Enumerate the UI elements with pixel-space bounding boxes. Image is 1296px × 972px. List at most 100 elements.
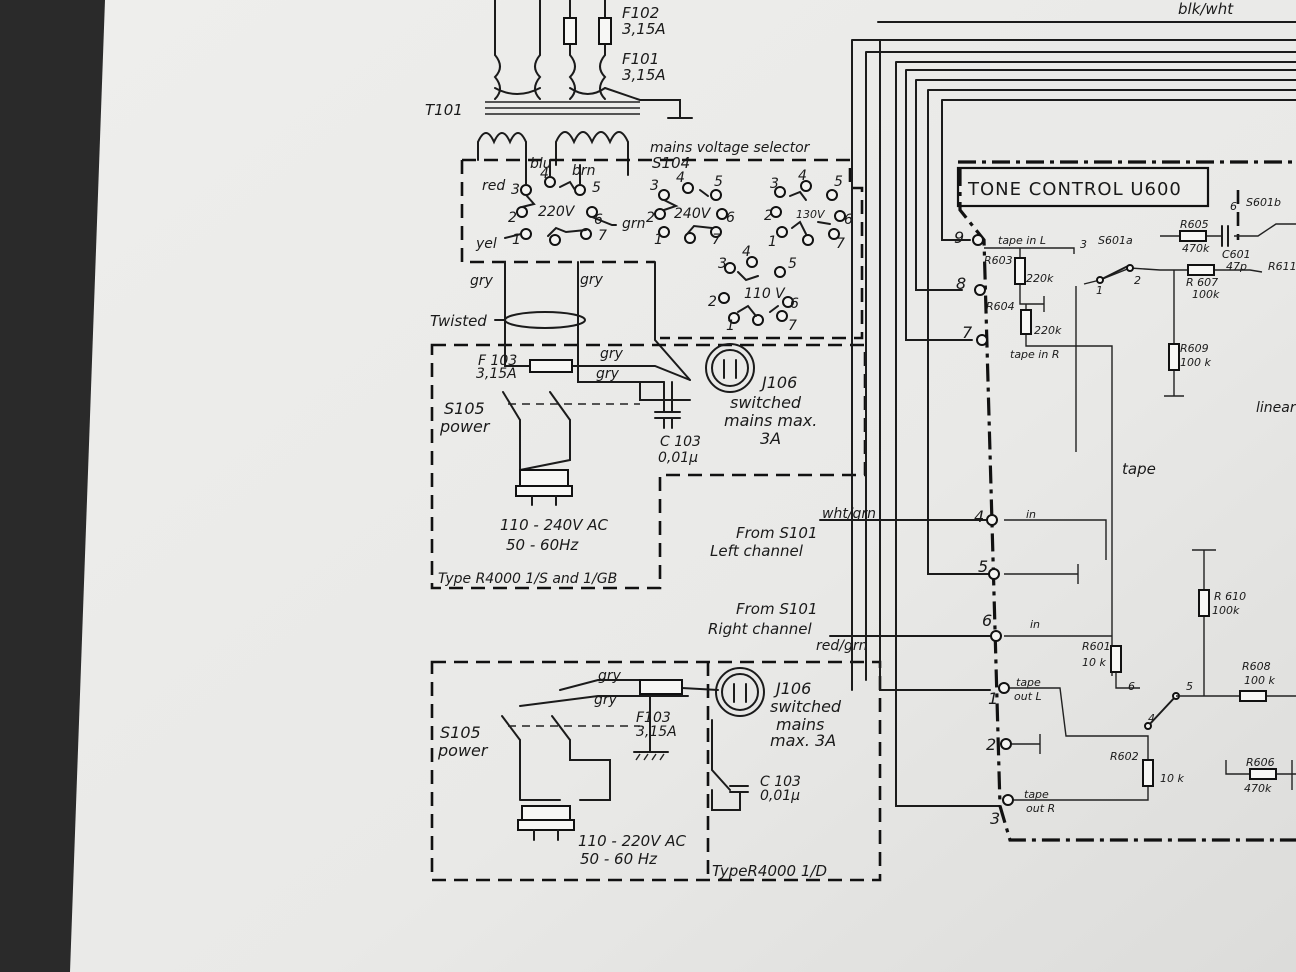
mains-plug-bottom: 110 - 220V AC 50 - 60 Hz TypeR4000 1/D [517,805,827,880]
supply-top-line1: 110 - 240V AC [500,516,609,534]
input-labels: wht/grn From S101 Left channel From S101… [708,506,991,654]
sel130-voltage: 130V [796,208,826,221]
type-bottom-label: TypeR4000 1/D [712,862,827,880]
tape-label: tape [1122,460,1156,478]
mains-plug-top: 110 - 240V AC 50 - 60Hz Type R4000 1/S a… [438,469,617,587]
sel110-pin-6: 6 [790,296,799,312]
r606-value: 470k [1244,782,1272,795]
pin-1: 1 [988,689,998,708]
selector-title: mains voltage selector [650,140,811,156]
sel130-pin-5: 5 [834,174,843,190]
pin-5: 5 [978,557,988,576]
r604-value: 220k [1034,324,1062,337]
linear-label: linear [1256,400,1296,416]
r603-ref: R603 [984,254,1013,267]
sel240-pin-5: 5 [714,174,723,190]
resistor-r601 [1110,645,1122,673]
sel130-pin-1: 1 [768,234,777,250]
sel240-voltage: 240V [674,206,712,222]
resistor-r608 [1239,690,1267,702]
right-input-line1: From S101 [736,600,818,618]
s105-bottom-label: power [437,741,489,760]
power-switch-s105-bottom: S105 power [437,715,640,801]
tone-control-title: TONE CONTROL U600 [967,179,1182,200]
wire-grn-label: grn [622,216,646,232]
capacitor-c103-top: C 103 0,01μ [654,381,701,466]
c601-value: 47p [1226,260,1247,273]
r607-value: 100k [1192,288,1220,301]
sel220-voltage: 220V [538,204,576,220]
sel220-pin-4: 4 [540,166,549,182]
twisted-label: Twisted [430,312,487,330]
sel110-pin-1: 1 [726,318,735,334]
r606-ref: R606 [1246,756,1275,769]
r607-ref: R 607 [1186,276,1218,289]
in-right-label: in [1030,618,1040,631]
sel130-pin-7: 7 [836,236,845,252]
tape-out-l-line2: out L [1014,690,1042,703]
wire-gry-f103: gry [600,346,624,362]
tone-control-u600: TONE CONTROL U600 9 8 7 4 5 6 1 2 3 tape… [954,160,1296,842]
c103-bottom-value: 0,01μ [760,788,800,804]
power-section-top: gry gry F 103 3,15A S105 power 110 - 240… [430,343,867,590]
bus-wires: blk/wht [851,0,1296,807]
resistor-r610 [1198,589,1210,617]
s601a-pin-2: 2 [1134,274,1141,287]
j106-top-line1: switched [730,393,802,412]
jack-j106-top: J106 switched mains max. 3A [705,343,817,448]
supply-bottom-line2: 50 - 60 Hz [580,850,658,868]
wire-gry-bottom2: gry [594,692,618,708]
r608-value: 100 k [1244,674,1275,687]
s601b-pin-6: 6 [1230,200,1237,213]
s601a-pin-3: 3 [1080,238,1087,251]
sel240-pin-7: 7 [712,232,721,248]
wire-gry-f103b: gry [596,366,620,382]
selector-240v: 3 4 5 2 6 1 7 240V [646,170,735,248]
s601a-pin-1: 1 [1096,284,1103,297]
transformer-t101: T101 [425,101,640,176]
fuse-f103-bottom-value: 3,15A [636,724,677,740]
wire-wht-grn: wht/grn [822,506,876,522]
s105-top-label: power [439,417,491,436]
wire-blu-label: blu [530,156,552,172]
paper-sheet [70,0,1296,972]
sel220-pin-5: 5 [592,180,601,196]
type-top-label: Type R4000 1/S and 1/GB [438,571,617,587]
sel130-pin-4: 4 [798,168,807,184]
transformer-ref: T101 [425,101,463,119]
fuse-section: F102 3,15A F101 3,15A [493,0,693,119]
capacitor-c103-bottom: C 103 0,01μ [711,719,801,811]
sel110-pin-2: 2 [708,294,717,310]
voltage-selector-s104: mains voltage selector S104 red blu brn … [460,140,864,340]
wire-red-label: red [482,178,505,194]
supply-top-line2: 50 - 60Hz [506,536,579,554]
wire-gry-bottom1: gry [598,668,622,684]
sel130-pin-2: 2 [764,208,773,224]
resistor-r602 [1142,759,1154,787]
sel130-pin-6: 6 [844,212,853,228]
r602-value: 10 k [1160,772,1184,785]
r602-ref: R602 [1110,750,1139,763]
tape-out-r-line2: out R [1026,802,1055,815]
right-input-line2: Right channel [708,620,812,638]
selector-220v: 3 4 5 2 6 1 7 220V [504,159,617,248]
c601-ref: C601 [1222,248,1251,261]
fuse-f103-top-ref: F 103 [478,353,517,369]
selector-130v: 3 4 5 2 6 1 7 130V [764,168,853,252]
pin-4: 4 [974,507,984,526]
r609-ref: R609 [1180,342,1209,355]
sel110-pin-3: 3 [718,256,727,272]
r603-value: 220k [1026,272,1054,285]
supply-bottom-line1: 110 - 220V AC [578,832,687,850]
c103-top-value: 0,01μ [658,450,698,466]
left-input-line2: Left channel [710,542,804,560]
sel110-voltage: 110 V [744,286,786,302]
s601b-label: S601b [1246,196,1281,209]
resistor-r606 [1249,768,1277,780]
s601-pin-5: 5 [1186,680,1193,693]
j106-bottom-ref: J106 [773,679,811,698]
u600-connector-pins: 9 8 7 4 5 6 1 2 3 [954,228,1014,828]
left-input-line1: From S101 [736,524,818,542]
sel240-pin-1: 1 [654,232,663,248]
r608-ref: R608 [1242,660,1271,673]
